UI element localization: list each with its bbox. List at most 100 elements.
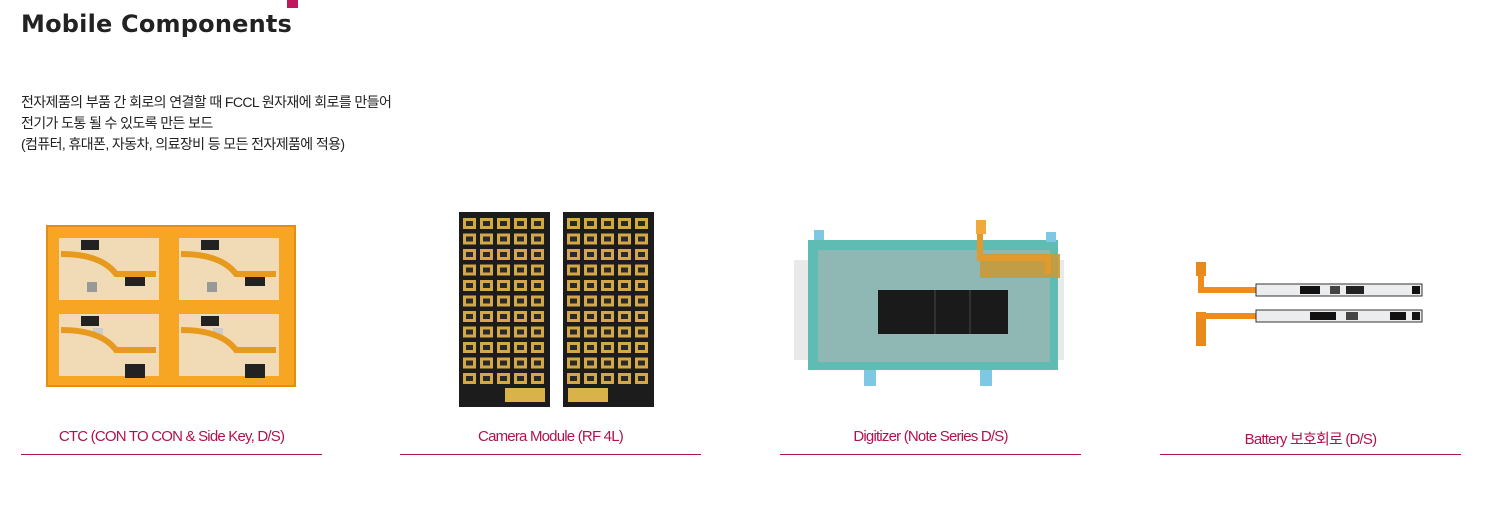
camera-module-tile-chip: [621, 298, 628, 304]
camera-module-tile-chip: [638, 298, 645, 304]
camera-module-tile-chip: [466, 283, 473, 288]
product-caption-battery[interactable]: Battery 보호회로 (D/S): [1244, 431, 1377, 448]
camera-module-tile-chip: [517, 221, 524, 226]
camera-module-tile-chip: [587, 360, 594, 366]
camera-module-tile-chip: [604, 329, 611, 335]
camera-module-tile-chip: [483, 314, 490, 319]
camera-module-tile-chip: [466, 267, 473, 273]
ctc-quadrant-tr: [179, 238, 279, 300]
camera-module-tile-chip: [587, 298, 594, 304]
camera-module-tile-chip: [621, 329, 628, 335]
product-caption-camera-module[interactable]: Camera Module (RF 4L): [478, 428, 624, 445]
product-list: CTC (CON TO CON & Side Key, D/S) Camera …: [21, 204, 1461, 458]
description: 전자제품의 부품 간 회로의 연결할 때 FCCL 원자재에 회로를 만들어 전…: [21, 92, 392, 155]
camera-module-tile-chip: [587, 283, 594, 288]
caption-underline: [1160, 454, 1461, 455]
camera-module-tile-chip: [466, 298, 473, 304]
camera-module-tile-chip: [638, 345, 645, 350]
product-image-camera-module[interactable]: [400, 204, 701, 414]
camera-module-tile-chip: [534, 329, 541, 335]
camera-module-tile-chip: [604, 376, 611, 381]
camera-module-tile-chip: [587, 252, 594, 257]
camera-module-tile-chip: [534, 376, 541, 381]
camera-module-tile-chip: [500, 360, 507, 366]
camera-module-tile-chip: [570, 376, 577, 381]
camera-module-tile-chip: [638, 329, 645, 335]
camera-module-tile-chip: [517, 345, 524, 350]
camera-module-tile-chip: [534, 267, 541, 273]
camera-module-tile-chip: [638, 236, 645, 242]
description-line: (컴퓨터, 휴대폰, 자동차, 의료장비 등 모든 전자제품에 적용): [21, 136, 345, 152]
product-card-battery[interactable]: Battery 보호회로 (D/S): [1160, 204, 1461, 456]
camera-module-tile-chip: [517, 267, 524, 273]
camera-module-tile-chip: [483, 236, 490, 242]
product-card-ctc[interactable]: CTC (CON TO CON & Side Key, D/S): [21, 204, 322, 456]
camera-module-tile-chip: [483, 329, 490, 335]
camera-module-tile-chip: [587, 376, 594, 381]
camera-module-tile-chip: [534, 360, 541, 366]
camera-module-tile-chip: [500, 267, 507, 273]
camera-module-tile-chip: [570, 345, 577, 350]
camera-module-tile-chip: [638, 221, 645, 226]
camera-module-tile-chip: [570, 329, 577, 335]
camera-module-tile-chip: [604, 360, 611, 366]
camera-module-tile-chip: [587, 345, 594, 350]
camera-module-tile-chip: [483, 376, 490, 381]
camera-module-tile-chip: [466, 236, 473, 242]
camera-module-grid: [463, 218, 648, 384]
camera-module-tile-chip: [517, 252, 524, 257]
camera-module-tile-chip: [517, 236, 524, 242]
camera-module-tile-chip: [621, 345, 628, 350]
page-title: Mobile Components: [21, 10, 293, 38]
camera-module-tile-chip: [587, 236, 594, 242]
camera-module-tile-chip: [483, 283, 490, 288]
camera-module-tile-chip: [500, 221, 507, 226]
camera-module-tile-chip: [638, 283, 645, 288]
product-caption-digitizer[interactable]: Digitizer (Note Series D/S): [853, 428, 1008, 445]
title-accent-bar: [287, 0, 298, 8]
camera-module-tile-chip: [500, 252, 507, 257]
camera-module-tile-chip: [517, 283, 524, 288]
ctc-quadrant-br: [179, 314, 279, 378]
caption-underline: [400, 454, 701, 455]
camera-module-tile-chip: [483, 267, 490, 273]
camera-module-tile-chip: [466, 221, 473, 226]
camera-module-tile-chip: [466, 376, 473, 381]
camera-module-tile-chip: [621, 252, 628, 257]
product-image-ctc[interactable]: [21, 204, 322, 414]
camera-module-tile-chip: [466, 252, 473, 257]
camera-module-tile-chip: [604, 298, 611, 304]
camera-module-tile-chip: [534, 283, 541, 288]
camera-module-tile-chip: [483, 360, 490, 366]
product-card-digitizer[interactable]: Digitizer (Note Series D/S): [780, 204, 1081, 456]
description-line: 전자제품의 부품 간 회로의 연결할 때 FCCL 원자재에 회로를 만들어: [21, 94, 392, 110]
camera-module-tile-chip: [517, 298, 524, 304]
ctc-quadrant-bl: [59, 314, 159, 378]
product-image-digitizer[interactable]: [780, 204, 1081, 414]
camera-module-tile-chip: [621, 283, 628, 288]
camera-module-tile-chip: [500, 345, 507, 350]
camera-module-tile-chip: [638, 314, 645, 319]
camera-module-tile-chip: [621, 267, 628, 273]
product-card-camera-module[interactable]: Camera Module (RF 4L): [400, 204, 701, 456]
camera-module-tile-chip: [517, 360, 524, 366]
camera-module-tile-chip: [517, 376, 524, 381]
camera-module-tile-chip: [570, 298, 577, 304]
camera-module-tile-chip: [466, 360, 473, 366]
camera-module-tile-chip: [534, 345, 541, 350]
camera-module-tile-chip: [500, 283, 507, 288]
camera-module-tile-chip: [500, 376, 507, 381]
camera-module-tile-chip: [466, 329, 473, 335]
camera-module-tile-chip: [534, 221, 541, 226]
camera-module-tile-chip: [638, 252, 645, 257]
caption-underline: [780, 454, 1081, 455]
product-image-battery[interactable]: [1160, 204, 1461, 414]
description-line: 전기가 도통 될 수 있도록 만든 보드: [21, 115, 213, 131]
camera-module-tile-chip: [604, 314, 611, 319]
camera-module-tile-chip: [604, 252, 611, 257]
camera-module-tile-chip: [621, 236, 628, 242]
ctc-quadrant-tl: [59, 238, 159, 300]
camera-module-tile-chip: [534, 314, 541, 319]
camera-module-tile-chip: [466, 314, 473, 319]
product-caption-ctc[interactable]: CTC (CON TO CON & Side Key, D/S): [58, 428, 285, 445]
